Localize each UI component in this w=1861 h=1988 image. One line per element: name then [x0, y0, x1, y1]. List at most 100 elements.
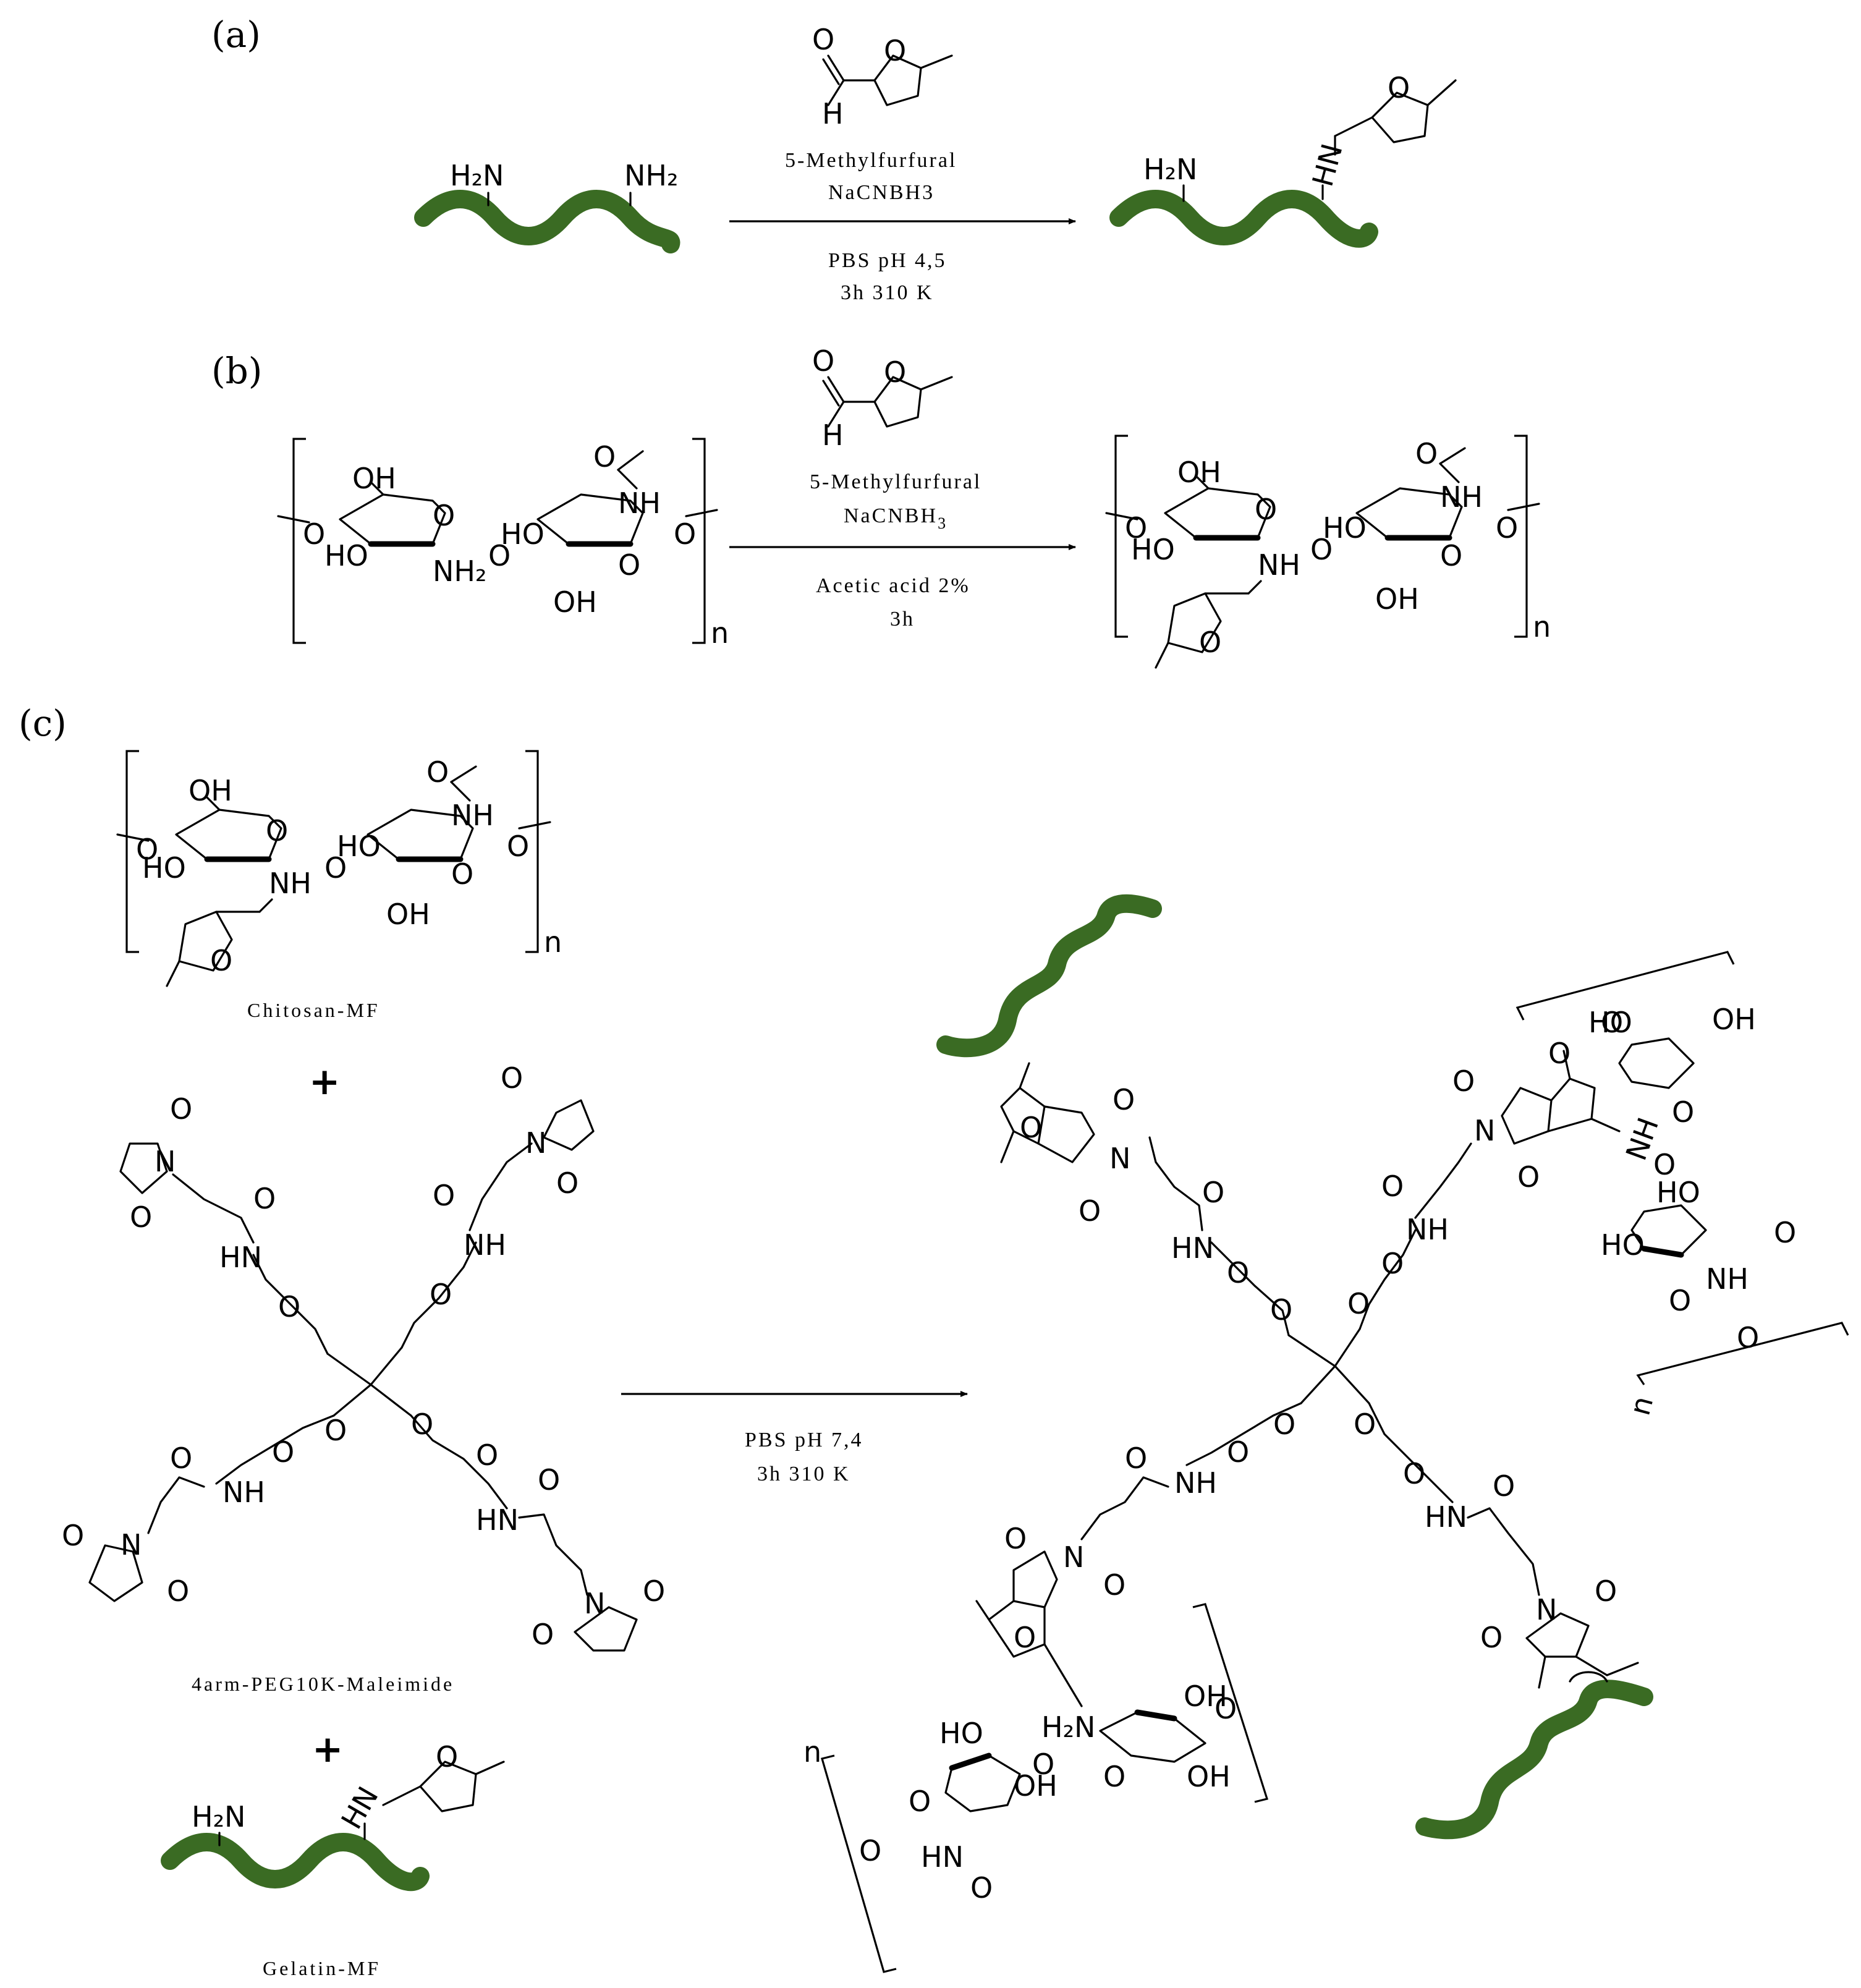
reagent-name: 5-Methylfurfural [810, 470, 981, 493]
atom-label: O [1669, 1284, 1691, 1317]
bond-line [178, 911, 233, 972]
panel-label-c: (c) [19, 702, 67, 744]
atom-label: OH [189, 774, 232, 807]
bond-line [821, 1754, 897, 1973]
bond-line [920, 54, 953, 69]
bond-line [166, 960, 180, 987]
bond-line [1334, 116, 1373, 137]
atom-label: O [1014, 1621, 1036, 1654]
amine-label: NH₂ [624, 159, 678, 192]
bond-line [1210, 1241, 1290, 1336]
atom-label: HO [337, 830, 381, 863]
atom-label: NH [1706, 1262, 1749, 1296]
bond-line [574, 1606, 638, 1652]
reagent-reductant: NaCNBH3 [844, 504, 947, 532]
atom-label: HO [1131, 533, 1175, 566]
atom-label: O [1113, 1083, 1135, 1116]
bond-line [1287, 1334, 1336, 1367]
bond-line [617, 469, 638, 490]
bond-line [450, 765, 477, 783]
atom-label: n [711, 616, 729, 650]
atom-label: HO [939, 1717, 983, 1750]
bond-line [475, 1761, 505, 1775]
atom-label: H [822, 418, 844, 452]
atom-label: n [1533, 610, 1551, 644]
bond-line [292, 438, 306, 644]
gelatin-chain-icon [1109, 190, 1378, 248]
secondary-amine-label: HN [334, 1781, 384, 1835]
bond-line [1641, 1246, 1684, 1258]
methylfurfural-structure: O H O [812, 23, 953, 130]
secondary-amine-label: HN [1306, 140, 1349, 190]
bond-line [88, 1544, 143, 1602]
bond-line [1359, 1229, 1417, 1330]
atom-label: OH [1014, 1769, 1058, 1803]
atom-label: NH [1440, 480, 1483, 514]
atom-label: O [812, 344, 834, 378]
atom-label: O [1354, 1408, 1376, 1441]
amine-label: H₂N [192, 1800, 245, 1833]
atom-label: O [1227, 1435, 1249, 1469]
bond-line [827, 401, 845, 428]
atom-label: O [1496, 511, 1518, 545]
atom-label: N [525, 1126, 546, 1160]
atom-label: O [1255, 493, 1277, 526]
atom-label: O [426, 755, 449, 789]
atom-label: O [1004, 1522, 1027, 1555]
gelatin-chain-icon [161, 1833, 430, 1892]
atom-label: O [433, 1179, 455, 1212]
bond-line [1080, 1476, 1169, 1540]
atom-label: n [1623, 1393, 1660, 1419]
atom-label: N [1536, 1593, 1557, 1626]
atom-label: O [674, 517, 696, 551]
atom-label: O [909, 1785, 931, 1818]
panel-label-b: (b) [211, 350, 262, 392]
bond-line [1185, 1402, 1302, 1466]
bond-line [252, 1254, 329, 1355]
atom-label: O [1774, 1216, 1796, 1249]
bond-line [1547, 1077, 1596, 1132]
atom-label: O [1517, 1160, 1540, 1194]
atom-label: O [167, 1574, 189, 1608]
bond-line [119, 1142, 168, 1194]
atom-label: N [121, 1528, 142, 1561]
bond-line [277, 515, 310, 524]
atom-label: H [822, 97, 844, 130]
atom-label: O [1480, 1621, 1503, 1654]
atom-label: O [1653, 1148, 1676, 1181]
chitosan-structure: n O O OH HO NH₂ O HO NH O OH O O [277, 438, 729, 650]
bond-line [873, 54, 922, 106]
bond-line [206, 796, 221, 811]
bond-line [1636, 1322, 1849, 1385]
bond-line [988, 1600, 1046, 1658]
atom-label: O [1672, 1095, 1694, 1129]
atom-label: OH [1187, 1760, 1231, 1793]
panel-c-product: O O HN O N O O O O O NH O N O O O O HO O… [803, 894, 1849, 1973]
atom-label: NH [1406, 1213, 1449, 1246]
gelatin-chain-icon [414, 190, 680, 253]
bond-line [215, 1414, 335, 1485]
bond-line [1167, 592, 1222, 653]
bond-line [543, 1099, 595, 1151]
gelatin-mf-label: Gelatin-MF [263, 1957, 381, 1979]
atom-label: HN [1171, 1231, 1214, 1265]
bond-line [1019, 1062, 1030, 1089]
bond-line [525, 750, 539, 953]
atom-label: O [1381, 1247, 1404, 1280]
atom-label: O [1388, 71, 1410, 104]
bond-line [920, 376, 953, 391]
atom-label: O [170, 1092, 192, 1126]
atom-label: O [272, 1435, 294, 1469]
bond-line [518, 821, 551, 830]
bond-line [1514, 435, 1528, 638]
bond-line [1439, 447, 1466, 465]
bond-line [1334, 1328, 1361, 1367]
atom-label: OH [1712, 1003, 1756, 1036]
atom-label: O [1103, 1760, 1126, 1793]
atom-label: HO [501, 517, 545, 551]
atom-label: NH [269, 867, 312, 900]
chitosan-mf-structure: n O O OH HO NH O O HO NH O OH O O [116, 750, 562, 987]
atom-label: OH [1184, 1680, 1227, 1713]
gelatin-chain-icon [1415, 1680, 1653, 1840]
atom-label: HO [324, 539, 368, 572]
